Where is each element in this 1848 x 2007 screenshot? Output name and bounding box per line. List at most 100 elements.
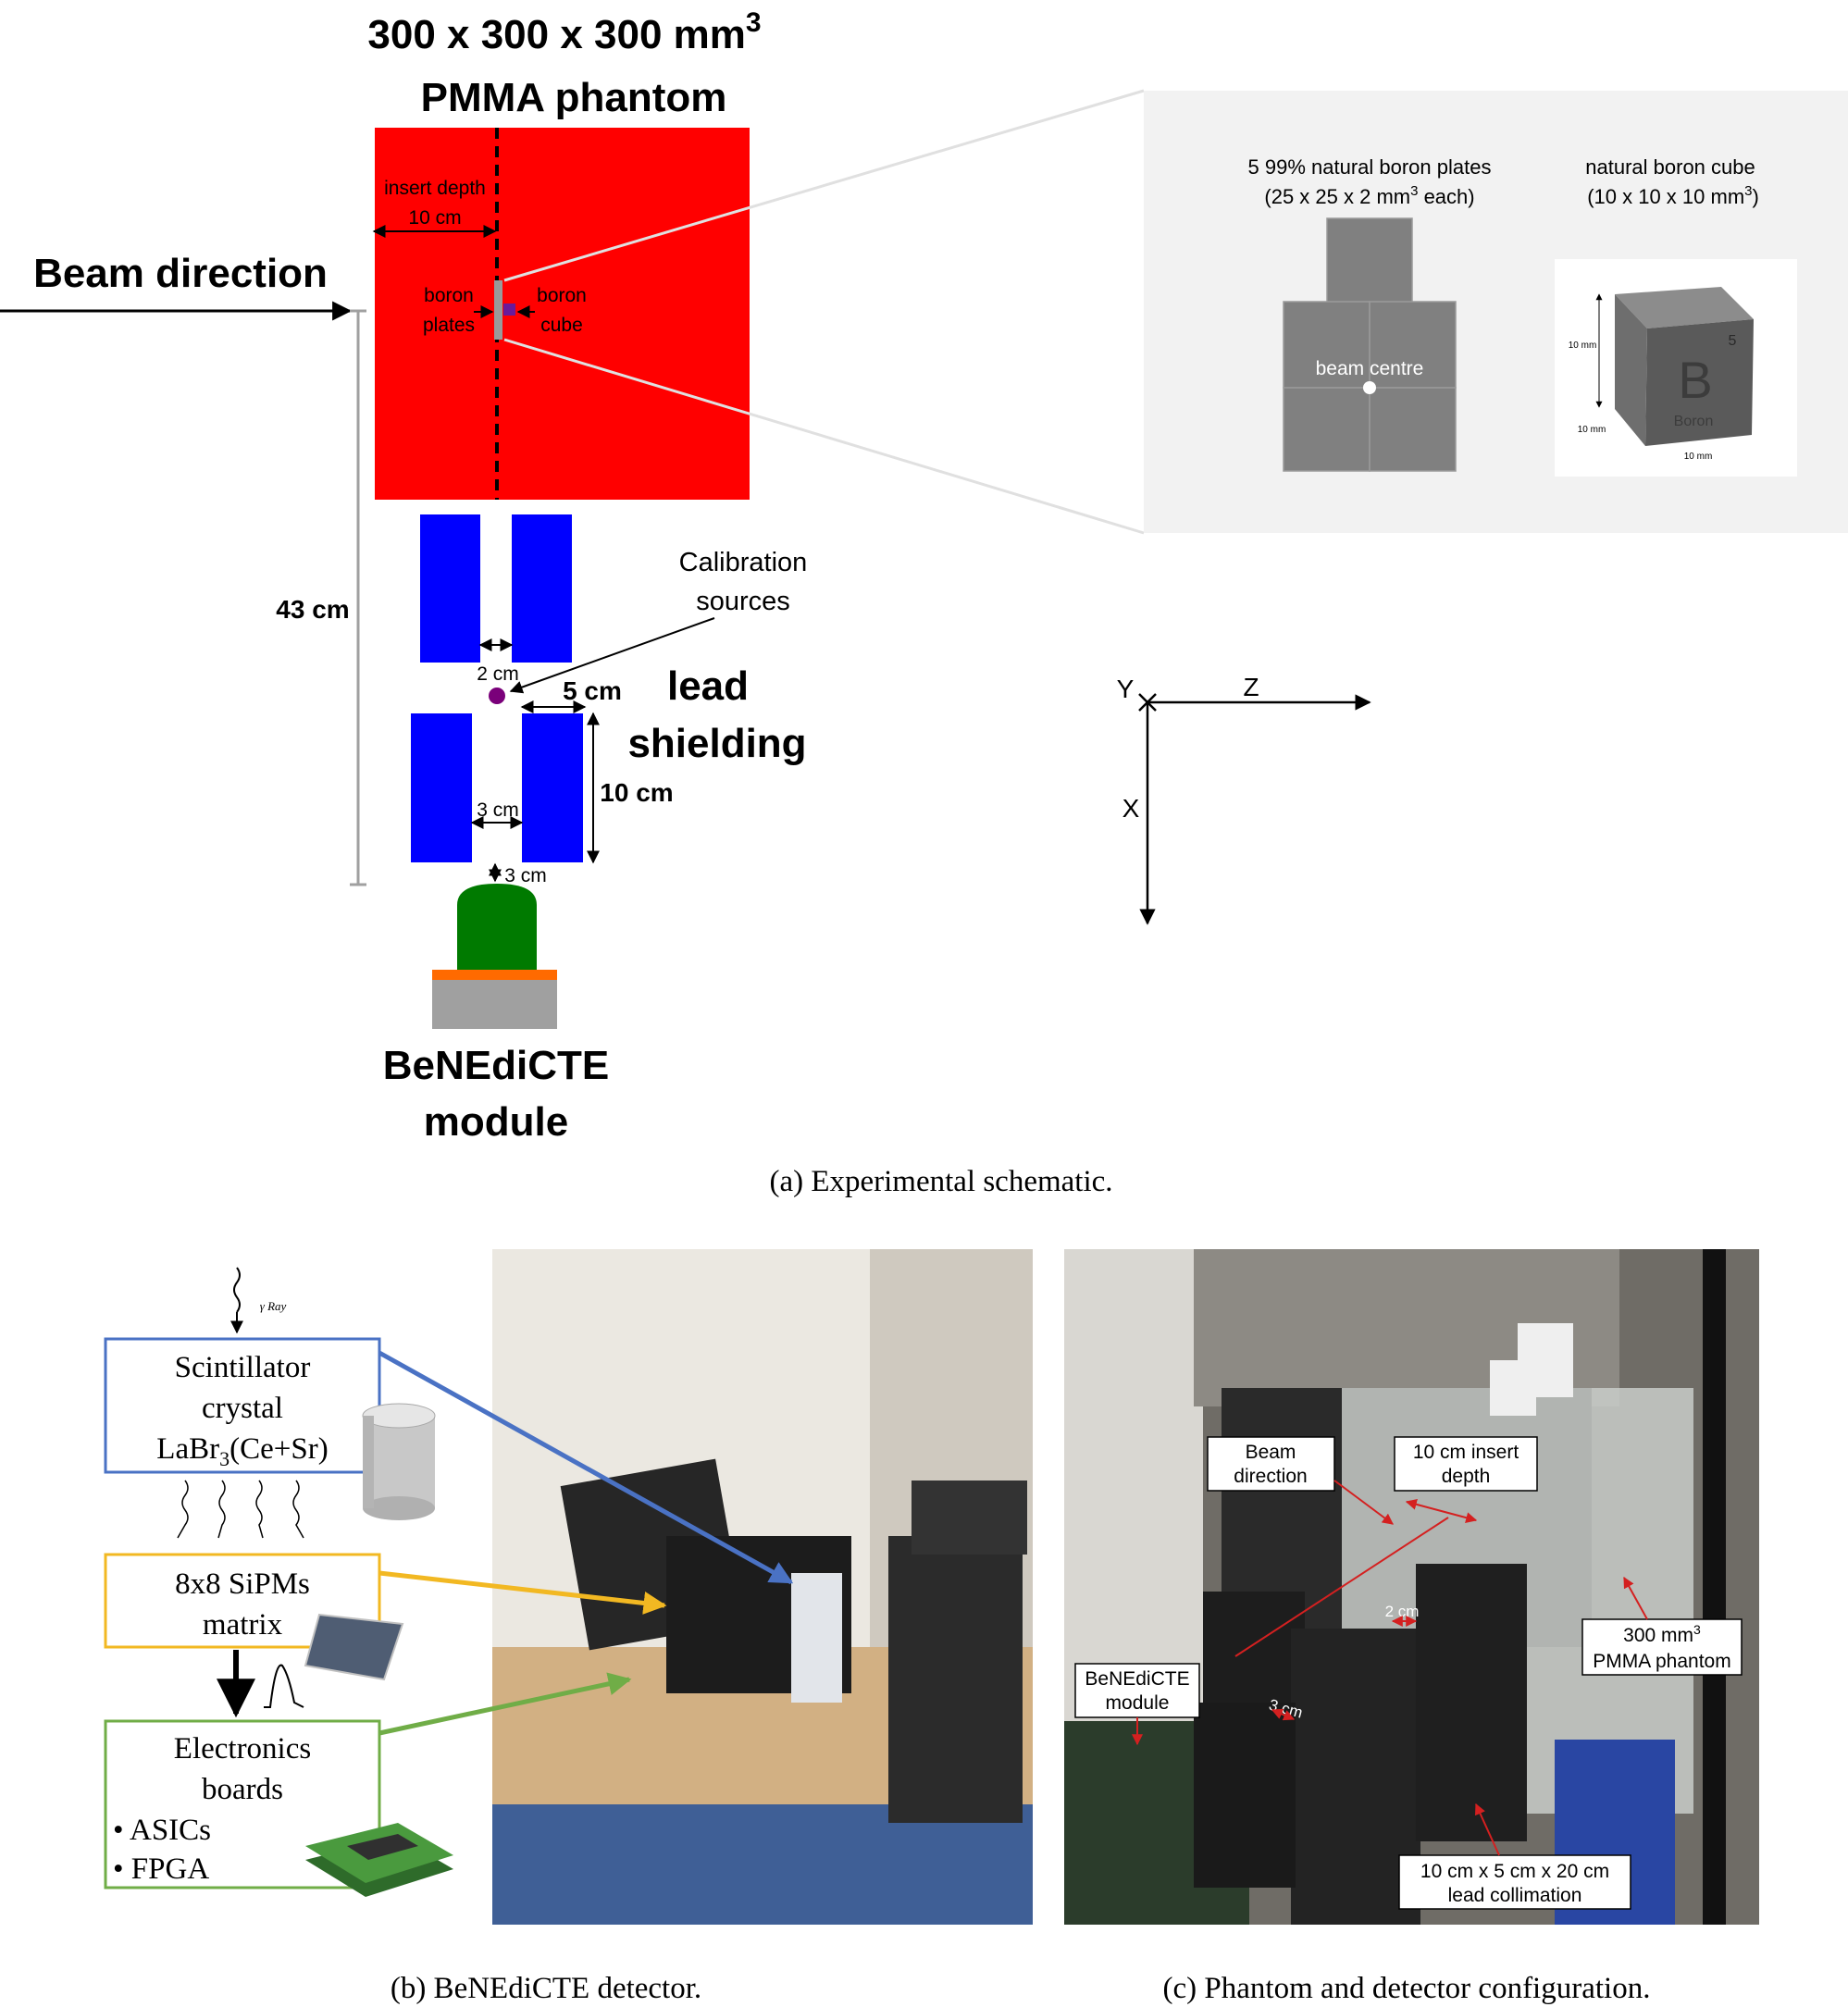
- phantom-title-line1: 300 x 300 x 300 mm3: [367, 7, 761, 57]
- cube-number: 5: [1729, 333, 1737, 349]
- caption-b: (b) BeNEdiCTE detector.: [391, 1972, 701, 2005]
- axis-z-label: Z: [1243, 673, 1259, 701]
- insert-depth-label: insert depth: [384, 178, 486, 199]
- pointer-electronics: [378, 1672, 632, 1736]
- detector-photo: [492, 1249, 1033, 1925]
- pointer-sipm: [378, 1570, 667, 1615]
- beam-direction-label-1: Beam: [1246, 1442, 1296, 1463]
- panel-b-detector: γ Ray Scintillator crystal LaBr3(Ce+Sr) …: [104, 1249, 1033, 2005]
- insert-depth-pointer: [1405, 1498, 1478, 1524]
- photon-squiggles: [177, 1480, 304, 1539]
- cube-front-face: [1645, 319, 1754, 446]
- gamma-ray-wave: [233, 1267, 241, 1313]
- lead-collimation-box: [1398, 1854, 1631, 1910]
- lead-collimation-label-1: 10 cm x 5 cm x 20 cm: [1420, 1861, 1609, 1882]
- cube-dim-bottom-label: 10 mm: [1684, 452, 1713, 462]
- beam-centre-label: beam centre: [1316, 358, 1424, 379]
- lead-block-upper-left: [420, 514, 480, 663]
- axis-x-label: X: [1122, 794, 1140, 823]
- panel-c-configuration: Beam direction 10 cm insert depth 300 mm…: [1064, 1249, 1759, 2005]
- insert-depth-label-2: depth: [1442, 1466, 1491, 1487]
- boron-plates: [494, 280, 502, 340]
- insert-depth-value: 10 cm: [408, 207, 461, 229]
- module-label-1: BeNEdiCTE: [383, 1043, 609, 1088]
- cube-dim-left-label: 10 mm: [1578, 425, 1606, 435]
- boron-plate-mid-right: [1369, 301, 1457, 389]
- pointer-scintillator: [378, 1350, 794, 1585]
- scintillator-label-1: Scintillator: [175, 1351, 311, 1384]
- calibration-source: [489, 688, 505, 704]
- calibration-label-1: Calibration: [679, 548, 808, 577]
- sipm-layer: [432, 970, 557, 980]
- caption-a: (a) Experimental schematic.: [769, 1165, 1112, 1198]
- cube-word: Boron: [1674, 414, 1714, 429]
- lead-block-upper-right: [512, 514, 572, 663]
- cube-letter: B: [1678, 351, 1712, 409]
- module-label-2: module: [1106, 1692, 1170, 1714]
- width-5cm-label: 5 cm: [563, 676, 622, 705]
- scintillator-label-3: LaBr3(Ce+Sr): [156, 1432, 328, 1470]
- caption-c: (c) Phantom and detector configuration.: [1163, 1972, 1651, 2005]
- inset-cube-label-1: natural boron cube: [1585, 155, 1755, 179]
- pulse-shape-icon: [264, 1664, 304, 1708]
- boron-cube: [503, 304, 515, 316]
- zoom-line-top: [503, 89, 1145, 282]
- scintillator-crystal-image: [362, 1403, 436, 1520]
- module-label-1: BeNEdiCTE: [1085, 1668, 1189, 1690]
- boron-plates-label-2: plates: [423, 315, 475, 336]
- beam-direction-label-2: direction: [1234, 1466, 1307, 1487]
- module-label-2: module: [424, 1099, 568, 1145]
- electronics-label-4: • FPGA: [113, 1852, 209, 1886]
- configuration-photo: [1064, 1249, 1759, 1925]
- insert-depth-box: [1394, 1436, 1538, 1492]
- boron-plate-bottom-right: [1369, 387, 1457, 472]
- lead-shielding-label-2: shielding: [627, 721, 806, 766]
- electronics-block: [432, 980, 557, 1029]
- lead-collimation-label-2: lead collimation: [1448, 1885, 1582, 1906]
- axis-y-label: Y: [1117, 675, 1135, 703]
- calibration-pointer: [509, 617, 715, 694]
- lead-block-lower-left: [411, 713, 472, 862]
- phantom-label-2: PMMA phantom: [1593, 1651, 1730, 1672]
- panel-a-schematic: 300 x 300 x 300 mm3 PMMA phantom insert …: [0, 7, 1848, 1198]
- sipm-label-2: matrix: [203, 1608, 283, 1642]
- boron-plate-top: [1326, 217, 1413, 304]
- phantom-title-line2: PMMA phantom: [421, 75, 727, 120]
- gap-2cm-label: 2 cm: [1385, 1603, 1420, 1620]
- cube-top-face: [1615, 287, 1754, 328]
- y-axis-cross-2: [1138, 693, 1157, 712]
- zoom-line-bottom: [503, 338, 1145, 535]
- electronics-label-2: boards: [202, 1773, 283, 1806]
- height-10cm-label: 10 cm: [600, 778, 673, 807]
- phantom-pointer: [1623, 1576, 1648, 1620]
- inset-plates-label-1: 5 99% natural boron plates: [1248, 155, 1492, 179]
- sipm-label-1: 8x8 SiPMs: [175, 1567, 310, 1601]
- boron-cube-label-1: boron: [537, 285, 587, 306]
- inset-plates-label-2: (25 x 25 x 2 mm3 each): [1264, 183, 1474, 208]
- beam-direction-label: Beam direction: [33, 251, 328, 296]
- beam-direction-box: [1207, 1436, 1335, 1492]
- inset-cube-label-2: (10 x 10 x 10 mm3): [1587, 183, 1759, 208]
- beam-direction-pointer: [1333, 1480, 1394, 1525]
- boron-plates-label-1: boron: [424, 285, 474, 306]
- gap-3cm-label: 3 cm: [477, 799, 519, 821]
- coordinate-axes: Y Z X: [1117, 673, 1371, 925]
- boron-plate-bottom-left: [1283, 387, 1370, 472]
- boron-plates-arrangement: beam centre: [1283, 217, 1457, 472]
- lead-shielding-label-1: lead: [667, 663, 749, 709]
- gap-3cm-arrow: [1271, 1708, 1296, 1721]
- electronics-label-3: • ASICs: [113, 1814, 211, 1847]
- boron-cube-label-2: cube: [540, 315, 583, 336]
- lead-block-lower-right: [522, 713, 583, 862]
- gap-3cm-b-label: 3 cm: [504, 865, 547, 886]
- gamma-ray-label: γ Ray: [260, 1299, 287, 1313]
- insert-depth-label-1: 10 cm insert: [1413, 1442, 1519, 1463]
- sipm-matrix-image: [304, 1613, 404, 1681]
- cube-dim-vertical-label: 10 mm: [1569, 341, 1597, 351]
- boron-cube-photo: B 5 Boron 10 mm 10 mm 10 mm: [1555, 259, 1797, 477]
- module-box: [1074, 1663, 1200, 1718]
- gap-2cm-label: 2 cm: [477, 663, 519, 685]
- pmma-phantom: [375, 128, 750, 500]
- phantom-label-1: 300 mm3: [1623, 1622, 1701, 1646]
- beam-centre-dot: [1363, 381, 1376, 394]
